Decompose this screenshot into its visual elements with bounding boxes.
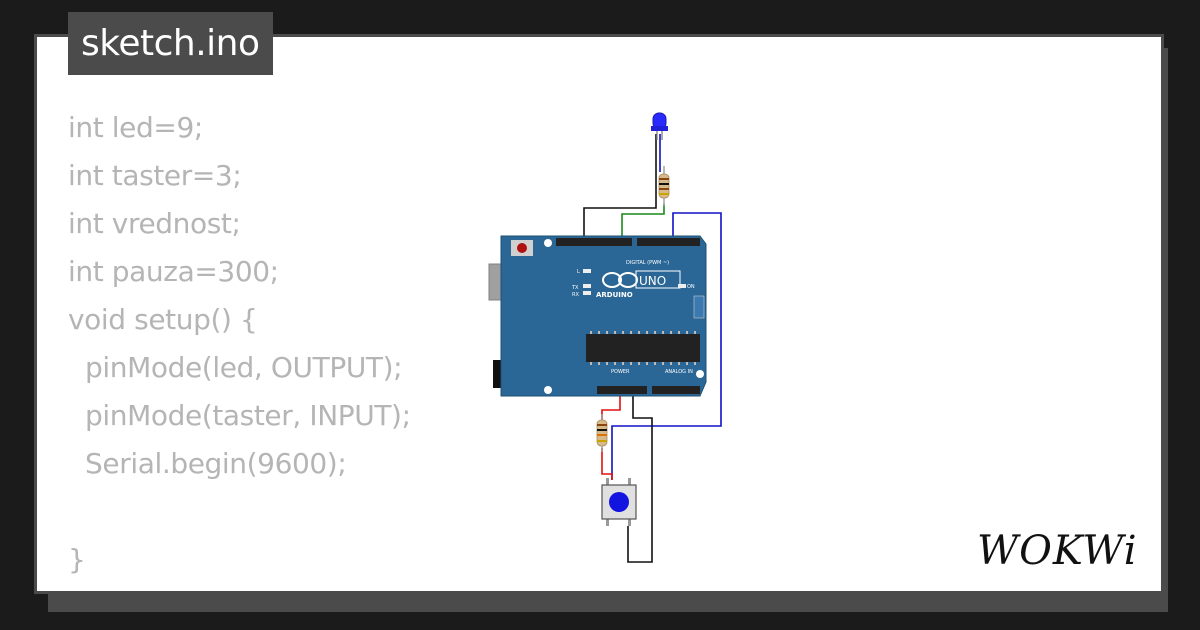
arduino-board: UNO ARDUINO DIGITAL (PWM ~) POWER ANALOG…: [488, 235, 707, 397]
code-line: }: [68, 543, 86, 576]
digital-label: DIGITAL (PWM ~): [626, 260, 669, 266]
circuit-diagram: UNO ARDUINO DIGITAL (PWM ~) POWER ANALOG…: [488, 112, 722, 563]
wire-pin9: [621, 204, 665, 240]
rx-label: RX: [572, 292, 579, 298]
wire-gnd-led: [583, 134, 657, 240]
code-line: Serial.begin(9600);: [68, 447, 347, 480]
code-line: [68, 488, 488, 536]
analog-label: ANALOG IN: [665, 369, 693, 375]
code-listing: int led=9; int taster=3; int vrednost; i…: [68, 104, 488, 584]
code-line: void setup() {: [68, 303, 258, 336]
resistor-led: [658, 166, 670, 206]
board-model-label: UNO: [639, 274, 666, 288]
pushbutton-component: [601, 478, 637, 526]
resistor-button: [596, 414, 608, 452]
power-label: POWER: [611, 369, 630, 375]
wire-pin3: [611, 212, 722, 480]
code-line: int led=9;: [68, 111, 203, 144]
wire-gnd-button: [627, 390, 653, 563]
code-line: pinMode(led, OUTPUT);: [68, 351, 403, 384]
wokwi-logo: WOKWi: [977, 528, 1138, 574]
code-line: int vrednost;: [68, 207, 241, 240]
sketch-title: sketch.ino: [68, 12, 274, 75]
on-label: ON: [687, 284, 695, 290]
l-label: L: [577, 269, 580, 275]
board-brand-label: ARDUINO: [596, 291, 633, 299]
led-component: [651, 112, 668, 140]
code-line: int pauza=300;: [68, 255, 279, 288]
wokwi-logo-text: WOKWi: [977, 528, 1138, 574]
code-line: int taster=3;: [68, 159, 242, 192]
code-line: pinMode(taster, INPUT);: [68, 399, 411, 432]
tx-label: TX: [571, 285, 579, 291]
